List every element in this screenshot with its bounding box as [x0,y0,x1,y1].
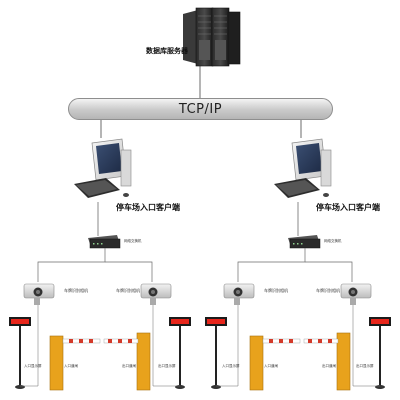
tiny-label-1c: 出口道闸 [122,364,136,368]
lpr-camera-icon [340,283,372,305]
database-server-icon [183,7,241,67]
led-display-icon [9,317,31,389]
tiny-label-2b: 入口道闸 [264,364,278,368]
server-label: 数据库服务器 [146,47,188,55]
pc-icon [74,138,132,198]
camera-label-1a: 车牌识别相机 [64,288,88,293]
tiny-label-1b: 入口道闸 [64,364,78,368]
network-switch-icon [288,235,321,249]
tcp-ip-label: TCP/IP [178,102,223,117]
network-switch-icon [88,235,121,249]
switch-label-2: 网络交换机 [324,239,342,243]
lpr-camera-icon [140,283,172,305]
tiny-label-2d: 出口显示屏 [356,364,374,368]
barrier-gate-icon [249,335,301,391]
camera-label-2a: 车牌识别相机 [264,288,288,293]
barrier-gate-icon [49,335,101,391]
client-label-2: 停车场入口客户端 [316,203,380,212]
camera-label-2b: 车牌识别相机 [316,288,340,293]
tcp-ip-bus: TCP/IP [68,98,333,120]
tiny-label-2a: 入口显示屏 [222,364,240,368]
client-label-1: 停车场入口客户端 [116,203,180,212]
barrier-gate-icon [303,332,351,391]
switch-label-1: 网络交换机 [124,239,142,243]
tiny-label-2c: 出口道闸 [322,364,336,368]
barrier-gate-icon [103,332,151,391]
client-group-1 [9,138,191,391]
led-display-icon [369,317,391,389]
camera-label-1b: 车牌识别相机 [116,288,140,293]
led-display-icon [205,317,227,389]
pc-icon [274,138,332,198]
tiny-label-1a: 入口显示屏 [24,364,42,368]
lpr-camera-icon [23,283,55,305]
tiny-label-1d: 出口显示屏 [158,364,176,368]
led-display-icon [169,317,191,389]
lpr-camera-icon [223,283,255,305]
client-group-2 [205,138,391,391]
